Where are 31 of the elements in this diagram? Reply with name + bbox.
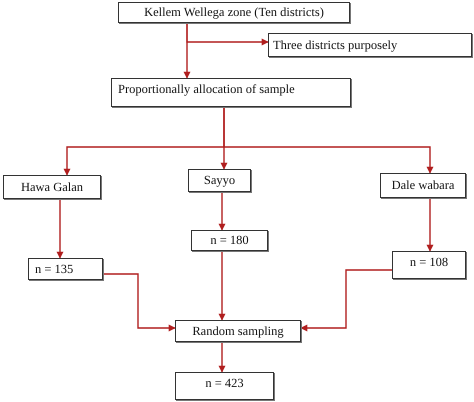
arrow — [218, 342, 226, 373]
box-label: Kellem Wellega zone (Ten districts) — [144, 5, 324, 20]
process-box — [188, 169, 251, 192]
arrow — [218, 192, 226, 231]
process-box — [175, 320, 301, 342]
box-label: Dale wabara — [392, 178, 454, 193]
box-label: n = 135 — [35, 262, 74, 277]
arrow — [223, 107, 434, 174]
arrow — [426, 198, 434, 252]
process-box — [268, 33, 472, 57]
box-label: Three districts purposely — [273, 38, 398, 52]
arrow — [300, 269, 392, 332]
box-label: Hawa Galan — [20, 180, 84, 194]
arrow — [218, 251, 226, 321]
box-label: Sayyo — [204, 173, 236, 188]
process-box — [392, 251, 466, 279]
process-box — [111, 78, 351, 107]
box-label: n = 423 — [205, 376, 244, 391]
process-box — [28, 258, 103, 280]
arrow — [103, 273, 176, 332]
process-box — [118, 2, 350, 23]
arrow — [56, 199, 64, 259]
process-box — [175, 372, 274, 400]
box-label: n = 108 — [410, 255, 448, 270]
process-box — [3, 175, 101, 199]
arrow — [184, 23, 190, 79]
box-label: Proportionally allocation of sample — [118, 82, 295, 97]
box-label: Random sampling — [192, 324, 284, 338]
process-box — [191, 230, 268, 251]
box-label: n = 180 — [210, 233, 249, 248]
process-box — [380, 173, 466, 198]
